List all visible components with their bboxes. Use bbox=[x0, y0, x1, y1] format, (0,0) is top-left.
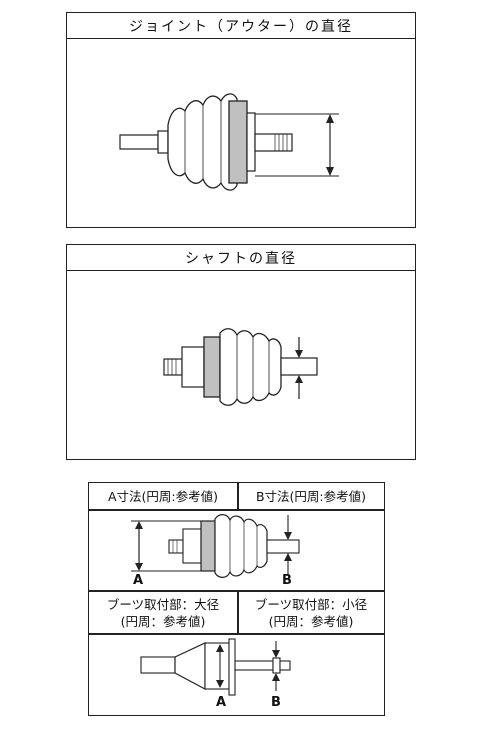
label-a-bottom: A bbox=[216, 695, 227, 710]
boot-small-line2: (円周：参考値) bbox=[268, 614, 354, 629]
label-a: A bbox=[133, 573, 144, 588]
divider bbox=[89, 509, 384, 511]
outer-joint-diameter-panel: ジョイント（アウター）の直径 bbox=[66, 12, 416, 228]
boot-mount-diagram bbox=[140, 638, 291, 696]
shaft-diagram bbox=[163, 328, 318, 406]
panel-title: シャフトの直径 bbox=[67, 245, 415, 271]
header-b-dimension: B寸法(円周:参考値) bbox=[255, 488, 367, 504]
boot-large-diameter-header: ブーツ取付部：大径 (円周：参考値) bbox=[89, 592, 237, 634]
divider bbox=[237, 590, 239, 634]
label-b-bottom: B bbox=[271, 695, 281, 710]
boot-small-line1: ブーツ取付部：小径 bbox=[254, 597, 368, 612]
divider bbox=[89, 590, 384, 592]
shaft-diameter-panel: シャフトの直径 bbox=[66, 244, 416, 460]
ab-dimension-diagram bbox=[131, 514, 300, 578]
panel-title: ジョイント（アウター）の直径 bbox=[67, 13, 415, 39]
outer-joint-diagram bbox=[119, 93, 339, 191]
divider bbox=[237, 483, 239, 509]
boot-large-line1: ブーツ取付部：大径 bbox=[106, 597, 220, 612]
dimensions-table: A寸法(円周:参考値) B寸法(円周:参考値) A B ブーツ取付部：大径 (円… bbox=[88, 482, 385, 716]
label-b: B bbox=[282, 573, 292, 588]
header-a-dimension: A寸法(円周:参考値) bbox=[107, 488, 219, 504]
boot-small-diameter-header: ブーツ取付部：小径 (円周：参考値) bbox=[237, 592, 385, 634]
boot-large-line2: (円周：参考値) bbox=[120, 614, 206, 629]
divider bbox=[89, 633, 384, 635]
